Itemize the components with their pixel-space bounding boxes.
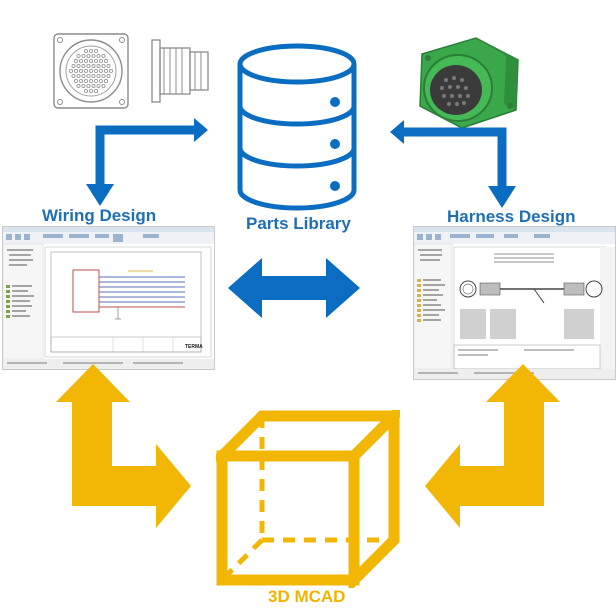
connector-pin xyxy=(93,58,99,64)
gold-arrow-left xyxy=(56,364,191,528)
arrow-library-to-wiring xyxy=(86,118,208,206)
connector-pin xyxy=(103,68,109,74)
bidirectional-arrow xyxy=(228,258,360,318)
connector-pin xyxy=(96,53,101,59)
connector-pin xyxy=(91,73,96,79)
connector-pin xyxy=(86,83,91,89)
wiring-design-screenshot: TERMA xyxy=(2,226,215,370)
connector-pin xyxy=(91,83,96,89)
connector-pin xyxy=(93,68,99,74)
connector-pin xyxy=(83,68,89,74)
connector-pin xyxy=(88,78,94,84)
harness-design-screenshot xyxy=(413,226,616,380)
connector-pin xyxy=(73,68,79,74)
connector-pin xyxy=(91,63,96,69)
connector-pin xyxy=(83,58,89,64)
connector-pin xyxy=(86,63,91,69)
connector-pin xyxy=(96,63,101,69)
connector-pin xyxy=(83,48,89,54)
connector-pin xyxy=(86,73,91,79)
connector-pin xyxy=(106,63,111,69)
connector-pin xyxy=(73,78,79,84)
connector-pin xyxy=(101,73,106,79)
database-icon xyxy=(237,43,357,211)
connector-pin xyxy=(108,68,114,74)
connector-pin xyxy=(76,83,81,89)
connector-pin xyxy=(81,73,86,79)
arrow-library-to-harness xyxy=(390,120,516,208)
connector-pin xyxy=(73,58,79,64)
connector-pin xyxy=(101,53,106,59)
connector-pin xyxy=(96,83,101,89)
cube-icon xyxy=(216,410,400,588)
connector-pin xyxy=(68,68,74,74)
wiring-design-label: Wiring Design xyxy=(42,206,157,225)
connector-pin xyxy=(81,63,86,69)
connector-pin xyxy=(86,53,91,59)
harness-design-label: Harness Design xyxy=(447,207,576,226)
connector-pin xyxy=(93,48,99,54)
connector-pin xyxy=(101,83,106,89)
connector-pin xyxy=(98,78,104,84)
connector-pin xyxy=(98,58,104,64)
connector-pin xyxy=(88,48,94,54)
connector-line-drawing-icon xyxy=(53,33,209,109)
gold-arrow-right xyxy=(425,364,560,528)
connector-pin xyxy=(78,58,84,64)
connector-pin xyxy=(98,68,104,74)
connector-pin xyxy=(88,88,94,94)
connector-pin xyxy=(71,73,76,79)
connector-pin xyxy=(106,73,111,79)
connector-pin xyxy=(88,58,94,64)
connector-pin xyxy=(76,53,81,59)
connector-pin xyxy=(81,53,86,59)
connector-pin xyxy=(88,68,94,74)
connector-pin xyxy=(103,58,109,64)
parts-library-label: Parts Library xyxy=(246,214,351,233)
connector-pin xyxy=(83,78,89,84)
connector-pin xyxy=(81,83,86,89)
mcad-label: 3D MCAD xyxy=(268,587,346,606)
connector-pin xyxy=(103,78,109,84)
connector-pin xyxy=(96,73,101,79)
connector-pin xyxy=(78,78,84,84)
green-connector-icon xyxy=(419,37,519,129)
terma-logo: TERMA xyxy=(185,344,203,350)
connector-pin xyxy=(93,88,99,94)
connector-pin xyxy=(76,63,81,69)
connector-pin xyxy=(76,73,81,79)
connector-pin xyxy=(71,63,76,69)
connector-pin xyxy=(101,63,106,69)
connector-pin xyxy=(83,88,89,94)
connector-pin xyxy=(91,53,96,59)
connector-pin xyxy=(93,78,99,84)
connector-pin xyxy=(78,68,84,74)
